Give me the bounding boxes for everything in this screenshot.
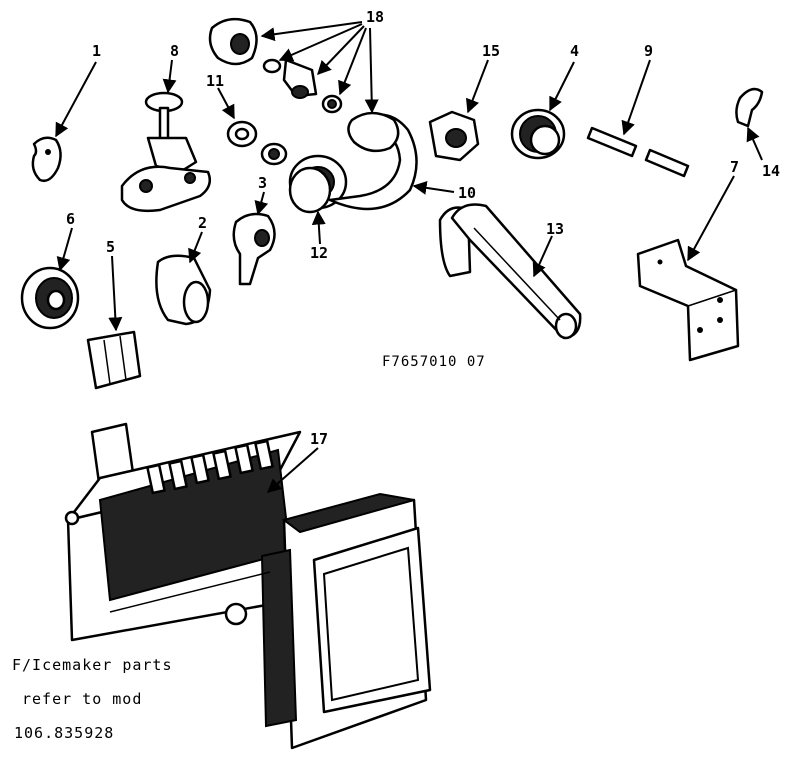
part-12-grommet [288, 154, 348, 214]
callout-11: 11 [206, 72, 224, 90]
part-5-shield [86, 330, 142, 390]
callout-7: 7 [730, 158, 739, 176]
part-18-fittings [208, 17, 343, 114]
ice-mold-cavities [146, 439, 274, 495]
callout-17: 17 [310, 430, 328, 448]
callout-12: 12 [310, 244, 328, 262]
part-17-icemaker [64, 422, 432, 750]
callout-18: 18 [366, 8, 384, 26]
callout-labels: 1 8 18 11 15 4 9 14 3 10 7 6 2 13 5 12 1… [66, 8, 780, 448]
callout-6: 6 [66, 210, 75, 228]
part-4-nut [510, 108, 566, 160]
part-14-clip [735, 87, 764, 128]
part-1-clip [31, 136, 62, 182]
part-15-hex-nut [428, 110, 480, 162]
callout-5: 5 [106, 238, 115, 256]
callout-13: 13 [546, 220, 564, 238]
note-line-1: F/Icemaker parts [12, 656, 173, 674]
callout-8: 8 [170, 42, 179, 60]
callout-4: 4 [570, 42, 579, 60]
part-10-water-tube [328, 111, 418, 211]
part-9-pins [586, 126, 690, 178]
part-8-valve [120, 91, 211, 213]
part-ferrule [260, 142, 288, 166]
part-6-grommet [20, 266, 80, 330]
leader-lines [55, 21, 763, 493]
callout-9: 9 [644, 42, 653, 60]
callout-2: 2 [198, 214, 207, 232]
note-line-3: 106.835928 [14, 724, 114, 742]
note-line-2: refer to mod [22, 690, 142, 708]
figure-code: F7657010 07 [382, 354, 486, 370]
callout-15: 15 [482, 42, 500, 60]
callout-1: 1 [92, 42, 101, 60]
part-11-washer [226, 120, 258, 148]
callout-3: 3 [258, 174, 267, 192]
part-13-fill-tube [438, 203, 582, 340]
part-7-bracket [636, 238, 740, 362]
callout-14: 14 [762, 162, 780, 180]
part-2-coupling [155, 254, 212, 326]
callout-10: 10 [458, 184, 476, 202]
part-3-clamp [232, 212, 276, 286]
reference-note: F/Icemaker parts refer to mod 106.835928 [12, 656, 173, 742]
